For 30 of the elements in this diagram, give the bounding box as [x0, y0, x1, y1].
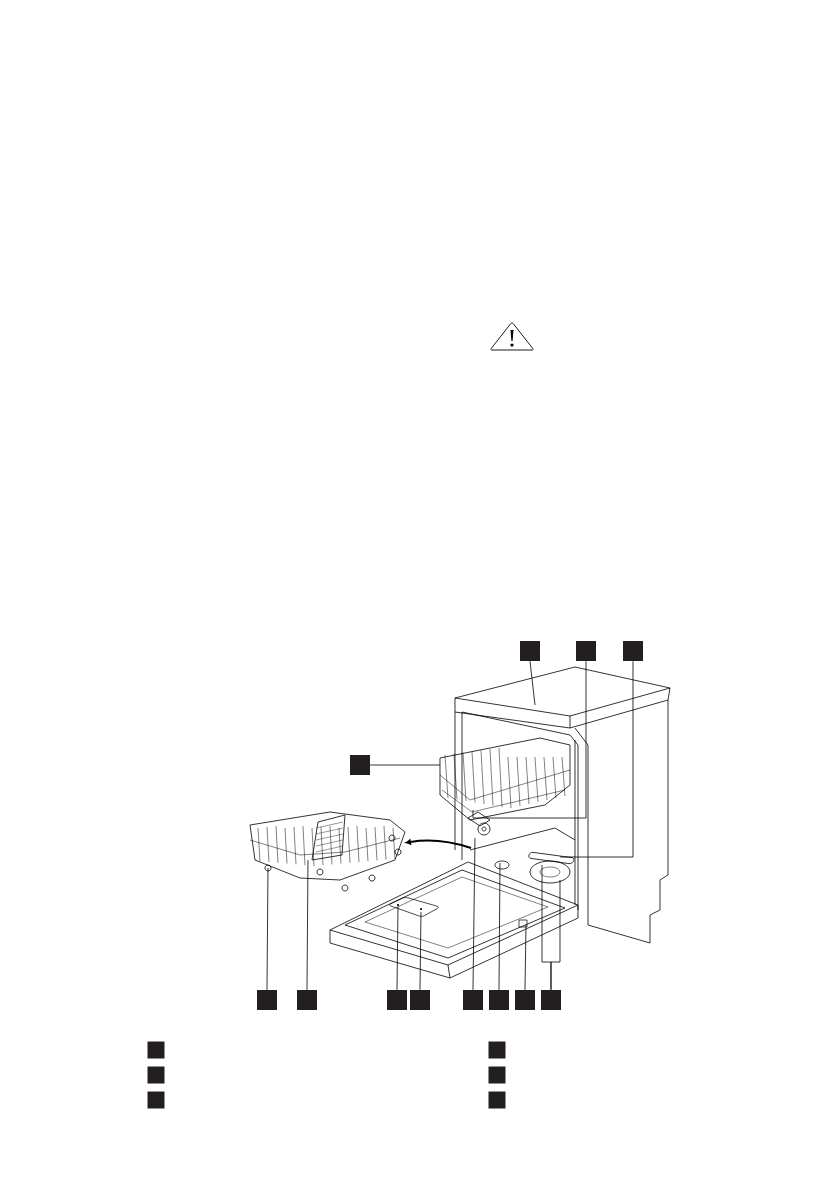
- leader-line: [396, 906, 399, 991]
- callout-box: [520, 641, 540, 661]
- callout-box: [147, 1041, 165, 1059]
- callout-box: [488, 1091, 506, 1109]
- leader-line: [550, 879, 561, 991]
- callout-box: [410, 990, 430, 1010]
- callout-box: [488, 1066, 506, 1084]
- leader-line: [472, 837, 476, 991]
- leader-line: [529, 660, 536, 706]
- callout-box: [576, 641, 596, 661]
- leader-line: [472, 660, 587, 819]
- leader-line: [524, 924, 527, 991]
- callout-box: [387, 990, 407, 1010]
- callout-box: [147, 1091, 165, 1109]
- leader-line: [498, 862, 501, 991]
- callout-box: [541, 990, 561, 1010]
- leader-line: [306, 859, 309, 991]
- leader-line: [419, 911, 422, 991]
- dishwasher-drawing: [249, 666, 671, 979]
- leader-line: [266, 867, 269, 991]
- callout-box: [147, 1066, 165, 1084]
- leader-line: [559, 660, 634, 858]
- callout-box: [623, 641, 643, 661]
- callout-box: [515, 990, 535, 1010]
- callout-box: [463, 990, 483, 1010]
- callout-box: [489, 990, 509, 1010]
- callout-box: [297, 990, 317, 1010]
- callout-box: [488, 1041, 506, 1059]
- leader-line: [369, 764, 441, 766]
- callout-box: [257, 990, 277, 1010]
